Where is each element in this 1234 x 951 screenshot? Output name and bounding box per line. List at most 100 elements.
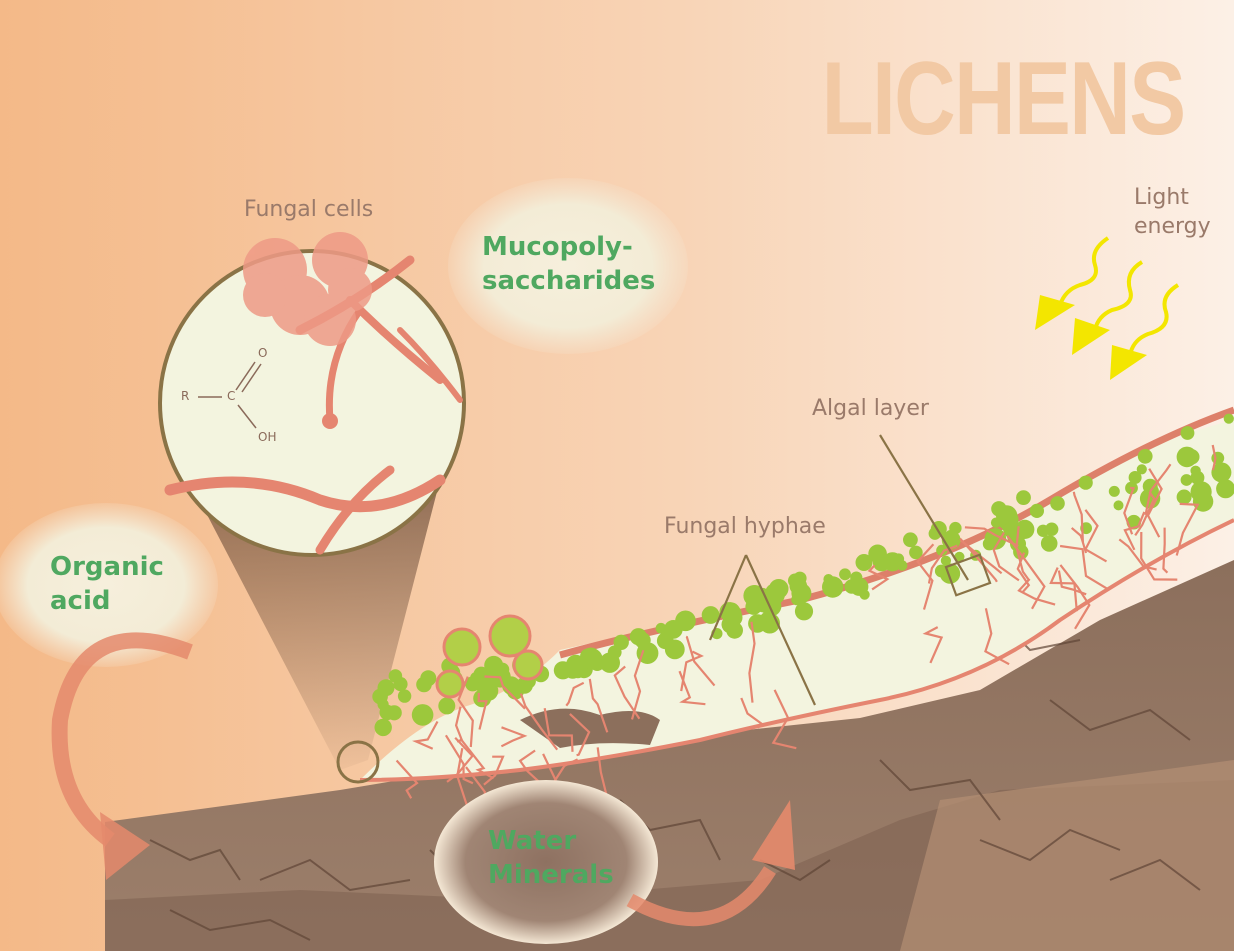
light-ray-2-head [1072, 318, 1110, 355]
hypha [1017, 578, 1056, 606]
algal-cells [372, 413, 1234, 737]
algal-cell [1108, 485, 1120, 497]
soredia [435, 614, 544, 699]
hypha [1057, 570, 1087, 596]
organic-line1: Organic [50, 552, 164, 582]
algal-cell [1176, 446, 1198, 468]
algal-cell [636, 642, 659, 664]
hypha [1016, 552, 1031, 594]
algal-cell [581, 648, 603, 670]
algal-cell [1136, 464, 1147, 475]
hypha [1049, 567, 1078, 612]
light-ray-1-head [1035, 295, 1075, 330]
algal-cell [377, 698, 389, 711]
light-line1: Light [1134, 185, 1189, 210]
algal-cell [850, 577, 869, 596]
algal-cell [1216, 468, 1228, 481]
carboxyl-structure [198, 361, 262, 429]
algal-cell [896, 560, 908, 571]
hypha [748, 621, 756, 703]
hypha [446, 737, 474, 783]
algal-cell [765, 585, 785, 605]
water-arrow [626, 866, 776, 927]
organic-acid-bubble [0, 503, 218, 667]
algal-cell [990, 517, 1002, 528]
algal-cell [743, 585, 765, 607]
algal-cell [1137, 448, 1153, 464]
hypha [1084, 509, 1108, 563]
algal-cell [936, 544, 948, 557]
hypha [740, 697, 764, 729]
hypha [613, 665, 641, 720]
hypha [1072, 491, 1084, 543]
algal-cell [655, 622, 667, 634]
hypha [992, 531, 1020, 582]
hypha [1123, 511, 1146, 551]
water-arrowhead [752, 800, 795, 870]
hypha [543, 708, 574, 752]
chem-r: R [181, 389, 190, 403]
algal-cell [1036, 524, 1050, 537]
soil-pocket [520, 708, 660, 748]
chem-oh: OH [258, 430, 277, 444]
algal-cell [939, 563, 961, 584]
algal-cell [1216, 479, 1234, 499]
hypha [1211, 444, 1217, 471]
hypha [565, 681, 585, 707]
hypha [916, 543, 935, 610]
organic-acid-arrowhead [100, 812, 150, 880]
water-line: Water [488, 826, 577, 856]
algal-cell [872, 553, 891, 572]
algal-cell [991, 501, 1007, 517]
hypha [771, 689, 797, 750]
hypha [685, 635, 716, 687]
algal-cell [794, 584, 811, 602]
hypha [1059, 564, 1091, 630]
organic-line2: acid [50, 586, 111, 616]
hypha [1006, 534, 1046, 610]
algal-cell [1176, 489, 1192, 505]
hypha [1144, 463, 1172, 516]
algal-cell [664, 639, 685, 660]
light-rays [1035, 236, 1180, 380]
algal-cell [1078, 475, 1093, 490]
leader-lines [708, 434, 992, 706]
algal-cell [1180, 426, 1195, 440]
water-minerals-label: Water Minerals [488, 824, 614, 892]
hypha [477, 692, 488, 730]
fungal-cells-cluster [243, 232, 372, 346]
light-ray-3 [1128, 283, 1180, 356]
hypha [678, 670, 706, 706]
algal-cell [822, 576, 844, 598]
mucopoly-line2: saccharides [482, 266, 656, 296]
algal-cell [1190, 470, 1205, 485]
mucopoly-line1: Mucopoly- [482, 232, 633, 262]
algal-cell [420, 670, 437, 687]
algal-cell [388, 669, 403, 683]
algal-cell [1015, 519, 1035, 540]
hypha [630, 649, 645, 720]
algal-cell [855, 554, 873, 571]
hypha [1134, 491, 1156, 537]
algal-cell [1003, 521, 1020, 539]
algal-cell [701, 606, 720, 624]
hypha [569, 713, 591, 757]
algal-cell [1113, 500, 1124, 511]
algal-cell [1128, 471, 1142, 484]
organic-acid-arrow [51, 632, 193, 847]
algal-cell [441, 701, 455, 715]
algal-cell [1180, 474, 1193, 486]
hypha [500, 726, 528, 748]
algal-cell [1040, 535, 1058, 552]
hypha [1118, 538, 1157, 571]
page-title: LICHENS [821, 41, 1185, 157]
algal-cell [564, 661, 582, 679]
hypha [1175, 502, 1200, 556]
hypha [444, 734, 474, 785]
chem-o: O [258, 346, 268, 360]
algal-cell [397, 689, 412, 703]
algal-cell [726, 621, 743, 639]
algal-layer-label: Algal layer [812, 396, 929, 421]
organic-acid-label: Organic acid [50, 550, 164, 618]
